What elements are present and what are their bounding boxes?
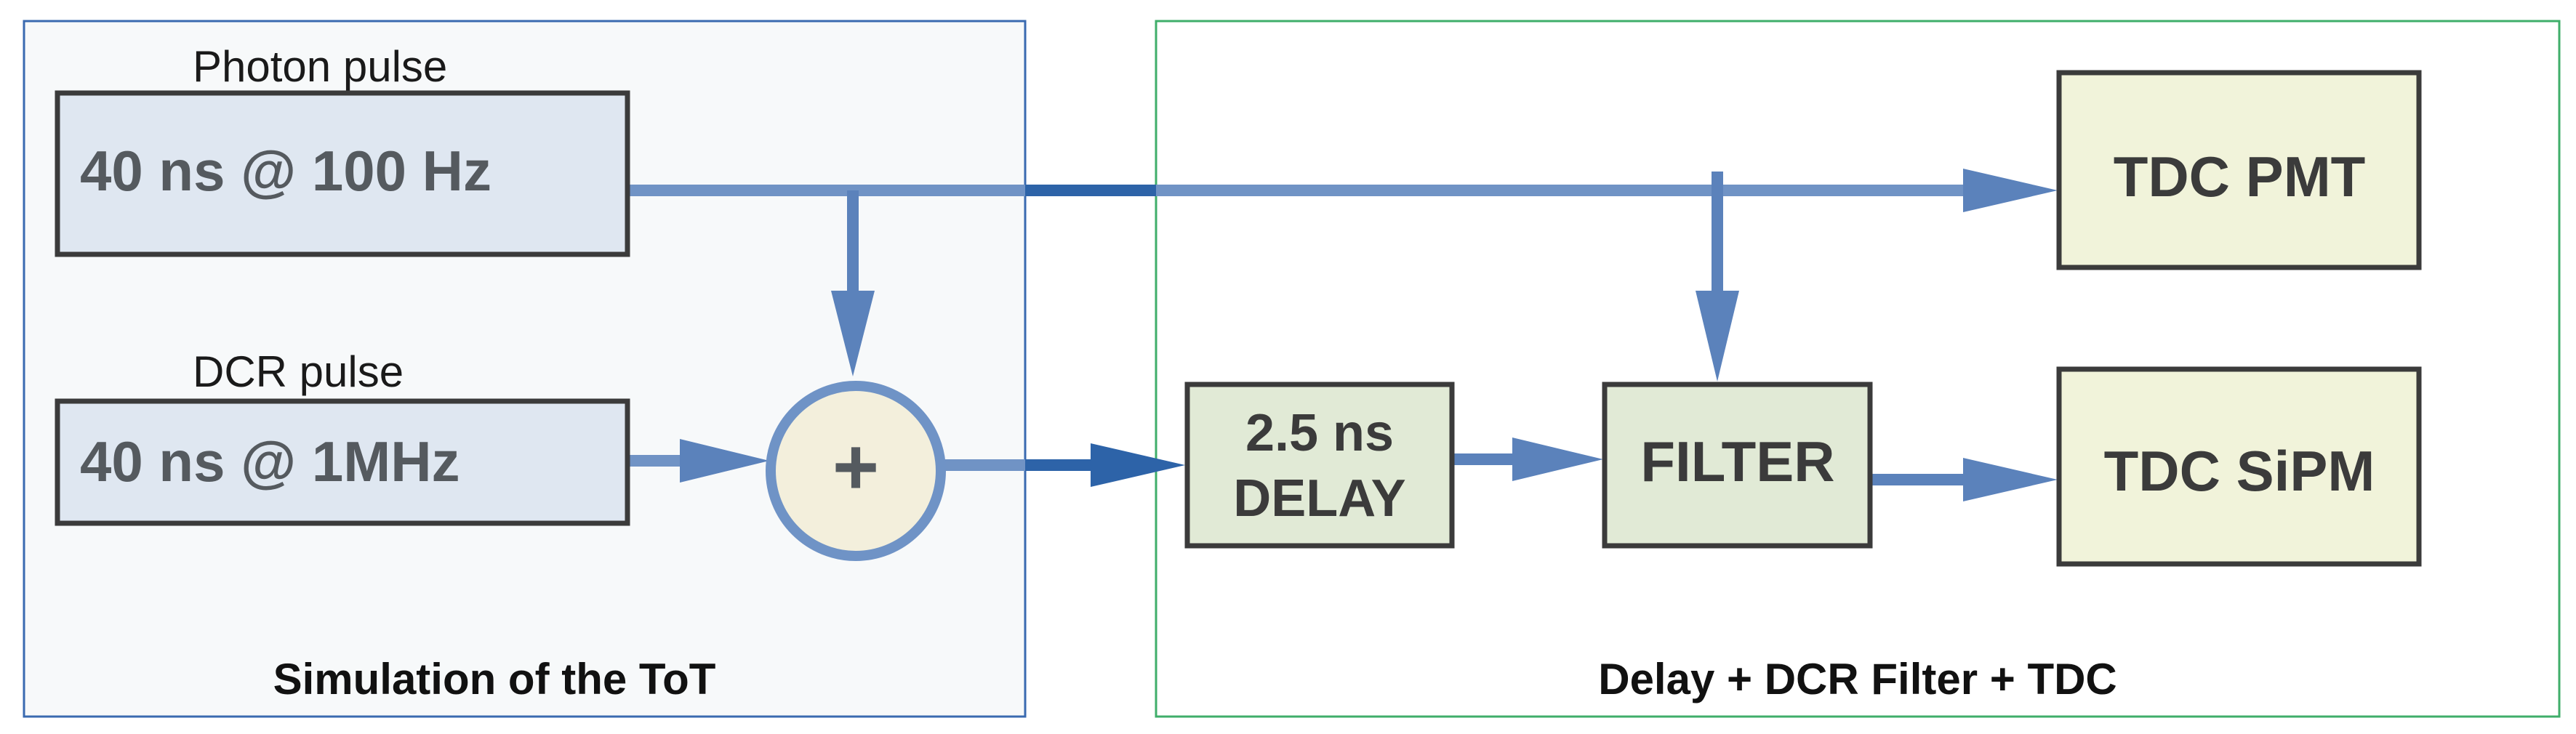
tdc-sipm-box xyxy=(2056,366,2422,567)
arrow-to-delay xyxy=(1091,443,1185,487)
tdc-sipm-box-text: TDC SiPM xyxy=(2104,439,2375,503)
dcr-pulse-box-text: 40 ns @ 1MHz xyxy=(80,429,460,493)
filter-box-text: FILTER xyxy=(1640,429,1834,493)
delay-box xyxy=(1184,382,1455,549)
tdc-pmt-box-text: TDC PMT xyxy=(2114,145,2366,209)
delay-box-line2: DELAY xyxy=(1233,469,1405,528)
arrow-to-tdc-sipm xyxy=(1963,458,2058,501)
arrow-to-tdc-pmt xyxy=(1963,169,2058,212)
photon-pulse-box-text: 40 ns @ 100 Hz xyxy=(80,139,491,203)
arrow-to-filter xyxy=(1512,437,1603,481)
dcr-pulse-label: DCR pulse xyxy=(193,347,404,396)
arrow-to-filter-from-top xyxy=(1696,291,1739,382)
filter-box xyxy=(1602,382,1873,549)
left-panel-caption: Simulation of the ToT xyxy=(273,655,716,703)
arrow-to-adder-from-top xyxy=(831,291,875,376)
photon-pulse-box xyxy=(55,90,630,257)
photon-pulse-label: Photon pulse xyxy=(193,42,447,91)
delay-box-line1: 2.5 ns xyxy=(1245,404,1394,462)
adder-circle xyxy=(766,381,946,561)
tdc-pmt-box xyxy=(2056,70,2422,270)
adder-symbol: + xyxy=(832,422,879,512)
dcr-pulse-box xyxy=(55,398,630,526)
right-panel-caption: Delay + DCR Filter + TDC xyxy=(1598,655,2117,703)
arrow-to-adder-from-left xyxy=(680,439,769,483)
